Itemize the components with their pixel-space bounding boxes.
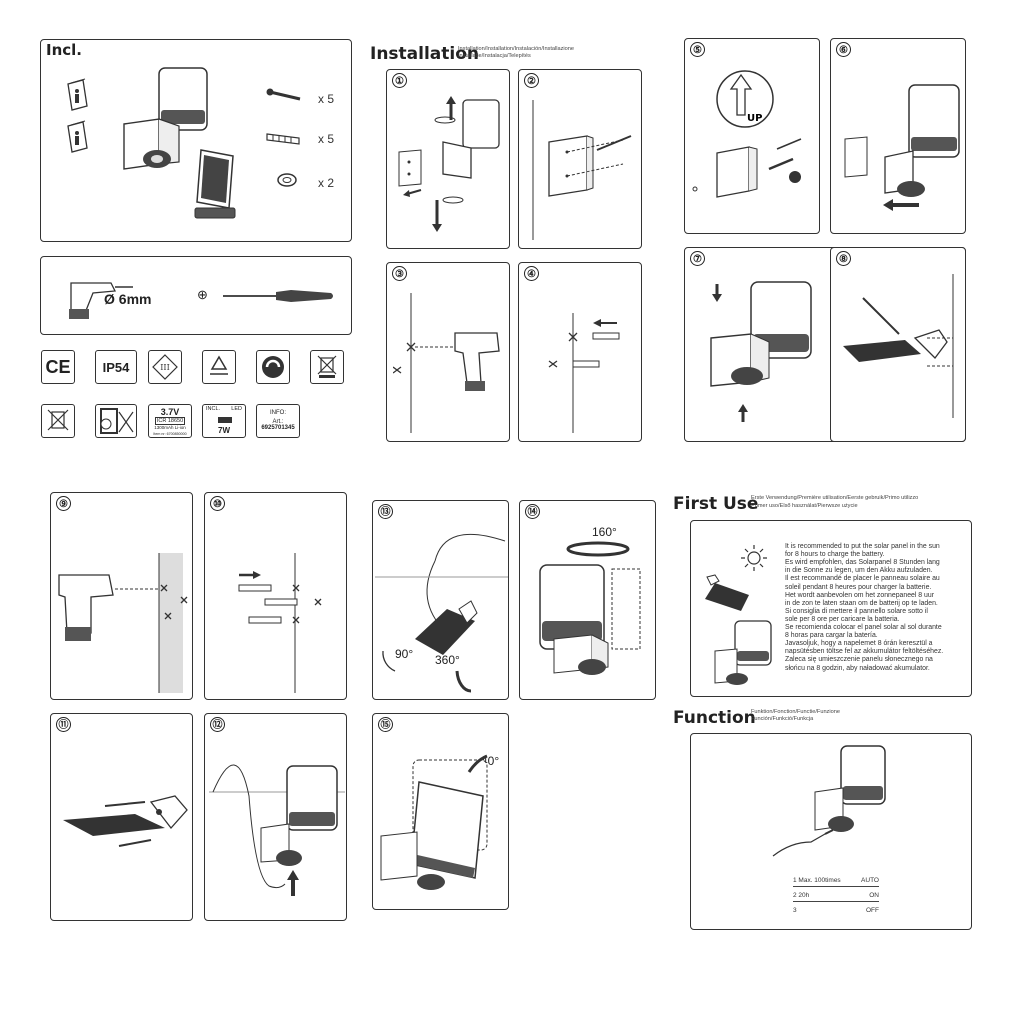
step-10-illustration — [238, 553, 337, 693]
led-info-badge: INCL. LED 7W — [202, 404, 246, 438]
step-12-illustration — [209, 764, 345, 896]
step-number: ① — [392, 73, 407, 88]
step-number: ⑦ — [690, 251, 705, 266]
function-subtitle-2: Función/Funkció/Funkcja — [751, 716, 814, 722]
step-10-panel: ⑩ — [204, 492, 347, 700]
lamp-icon — [714, 620, 772, 685]
screwdriver-icon — [223, 290, 333, 302]
step-13-illustration — [375, 533, 508, 693]
step-8-illustration — [843, 274, 954, 418]
step-2-illustration — [532, 100, 632, 240]
angle-360-label: 360° — [435, 653, 460, 667]
step-number: ③ — [392, 266, 407, 281]
led-module-icon — [218, 417, 232, 423]
washer-quantity: x 2 — [318, 176, 335, 190]
drill-size: Ø 6mm — [104, 291, 152, 307]
step-number: ⑨ — [56, 496, 71, 511]
battery-info-badge: 3.7V ICR 18650 1300mAh Li-ion Item nr: 6… — [148, 404, 192, 438]
battery-weee-icon — [41, 404, 75, 438]
step-5-illustration: UP — [692, 70, 802, 198]
step-15-panel: ⑮ 40° — [372, 713, 509, 910]
svg-text:III: III — [160, 363, 169, 372]
step-7-illustration — [710, 281, 812, 422]
step-number: ⑪ — [56, 717, 71, 732]
step-number: ⑤ — [690, 42, 705, 57]
first-use-title: First Use — [673, 494, 759, 514]
step-number: ④ — [524, 266, 539, 281]
protection-class-iii-icon: III — [148, 350, 182, 384]
incl-panel: Incl. x 5 x 5 x 2 — [40, 39, 352, 242]
step-14-illustration — [539, 541, 641, 675]
manual-icon — [67, 78, 88, 111]
mode-row-1: 1 Max. 100times AUTO — [793, 876, 879, 887]
recycling-icon — [202, 350, 236, 384]
step-9-panel: ⑨ — [50, 492, 193, 700]
solar-panel-charging-icon — [705, 574, 749, 611]
angle-90-label: 90° — [395, 647, 414, 661]
step-number: ⑩ — [210, 496, 225, 511]
step-12-panel: ⑫ — [204, 713, 347, 921]
ce-mark: CE — [41, 350, 75, 384]
step-1-illustration — [398, 96, 500, 232]
screwdriver-symbol: ⊕ — [197, 287, 208, 302]
sun-icon — [741, 545, 767, 571]
screw-icon — [266, 88, 301, 101]
step-15-illustration — [380, 754, 488, 890]
tools-panel: Ø 6mm ⊕ — [40, 256, 352, 335]
step-5-panel: ⑤ UP — [684, 38, 820, 234]
installation-title: Installation — [370, 44, 480, 64]
ip-rating-badge: IP54 — [95, 350, 137, 384]
washer-icon — [277, 173, 297, 187]
first-use-panel: It is recommended to put the solar panel… — [690, 520, 972, 697]
screw-quantity: x 5 — [318, 92, 335, 106]
step-9-illustration — [58, 553, 188, 693]
svg-text:UP: UP — [747, 113, 762, 124]
step-number: ⑥ — [836, 42, 851, 57]
lamp-function-illustration — [772, 745, 886, 857]
step-14-panel: ⑭ 160° — [519, 500, 656, 700]
step-8-panel: ⑧ — [830, 247, 966, 442]
first-use-subtitle-1: Erste Verwendung/Première utilisation/Ee… — [751, 495, 919, 501]
step-number: ⑫ — [210, 717, 225, 732]
angle-160-label: 160° — [592, 525, 617, 539]
installation-subtitle-1: Installation/Installation/Instalación/In… — [458, 46, 574, 52]
manual-icon — [67, 120, 88, 153]
step-11-panel: ⑪ — [50, 713, 193, 921]
wall-plug-icon — [266, 133, 300, 145]
step-4-illustration — [548, 313, 620, 433]
step-number: ⑮ — [378, 717, 393, 732]
mode-row-2: 2 20h ON — [793, 891, 879, 902]
step-3-panel: ③ — [386, 262, 510, 442]
drill-icon — [69, 282, 133, 319]
step-1-panel: ① — [386, 69, 510, 249]
first-use-subtitle-2: Primer uso/Első használat/Pierwsze użyci… — [751, 503, 858, 509]
product-info-badge: INFO: Art.: 6925701345 — [256, 404, 300, 438]
installation-subtitle-2: Installatie/Instalacja/Telepítés — [458, 53, 531, 59]
step-number: ② — [524, 73, 539, 88]
step-4-panel: ④ — [518, 262, 642, 442]
step-3-illustration — [393, 293, 500, 433]
plug-quantity: x 5 — [318, 132, 335, 146]
disposal-icon — [95, 404, 137, 438]
weee-bin-icon — [310, 350, 344, 384]
function-title: Function — [673, 708, 756, 728]
lamp-illustration — [123, 67, 208, 170]
step-6-illustration — [844, 84, 960, 211]
step-number: ⑧ — [836, 251, 851, 266]
step-11-illustration — [63, 795, 188, 847]
solar-panel-illustration — [194, 149, 236, 219]
step-number: ⑭ — [525, 504, 540, 519]
function-panel: 1 Max. 100times AUTO 2 20h ON 3 OFF — [690, 733, 972, 930]
step-13-panel: ⑬ 90° 360° — [372, 500, 509, 700]
step-number: ⑬ — [378, 504, 393, 519]
mode-row-3: 3 OFF — [793, 907, 879, 914]
incl-title: Incl. — [46, 41, 82, 59]
green-dot-icon — [256, 350, 290, 384]
step-6-panel: ⑥ — [830, 38, 966, 234]
function-subtitle-1: Funktion/Fonction/Functie/Funzione — [751, 709, 840, 715]
step-2-panel: ② — [518, 69, 642, 249]
